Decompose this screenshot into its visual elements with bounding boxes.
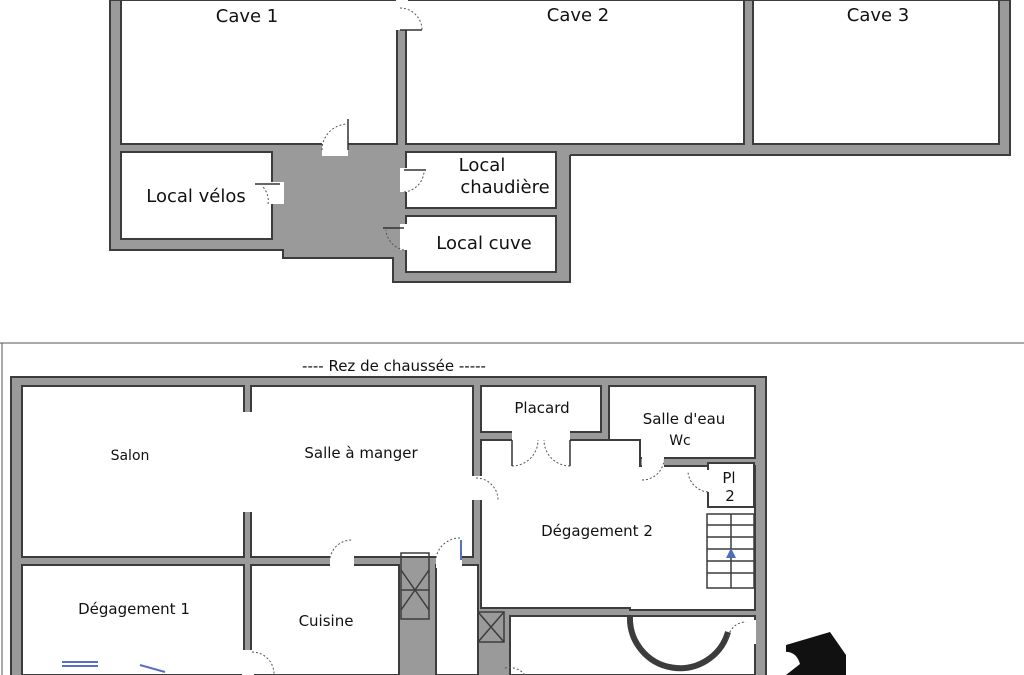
- staircase: [706, 513, 755, 589]
- label-wc: Wc: [669, 433, 691, 449]
- room-hall-strip: [435, 564, 479, 675]
- ground-floor-plan: ---- Rez de chaussée -----: [10, 357, 767, 675]
- room-degagement-2: [480, 439, 756, 611]
- basement-plan: Cave 1 Cave 2 Cave 3 Local vélos Local c…: [109, 0, 1011, 283]
- label-cave-1: Cave 1: [216, 6, 279, 27]
- room-salon: [21, 385, 245, 558]
- room-cuisine: [250, 564, 400, 675]
- room-cave-3: [752, 0, 1000, 145]
- curved-wall: [626, 615, 731, 672]
- ventilation-shafts: [400, 552, 505, 643]
- label-degagement-2: Dégagement 2: [541, 522, 653, 540]
- room-local-cuve: [405, 215, 557, 273]
- room-cave-1: [120, 0, 398, 145]
- watermark-logo: [780, 632, 846, 675]
- room-degagement-1: [21, 564, 245, 675]
- room-salle-a-manger: [250, 385, 474, 558]
- label-cave-3: Cave 3: [847, 5, 910, 26]
- label-placard: Placard: [514, 399, 569, 417]
- label-degagement-1: Dégagement 1: [78, 600, 190, 618]
- stair-arrow-icon: [726, 548, 736, 558]
- label-local-chaudiere-1: Local: [459, 155, 506, 176]
- label-salle-a-manger: Salle à manger: [304, 444, 418, 462]
- basement-doors: [255, 0, 426, 251]
- ground-floor-title: ---- Rez de chaussée -----: [302, 357, 486, 375]
- ground-doors: [242, 430, 756, 675]
- room-local-velos: [120, 151, 273, 240]
- label-placard-2-line2: 2: [725, 487, 735, 505]
- windows: [62, 661, 166, 673]
- label-local-chaudiere-2: chaudière: [460, 177, 549, 198]
- label-cave-2: Cave 2: [547, 5, 610, 26]
- label-local-velos: Local vélos: [146, 186, 246, 207]
- label-salle-deau: Salle d'eau: [643, 410, 726, 428]
- label-salon: Salon: [111, 448, 150, 464]
- room-placard-2: [707, 462, 755, 508]
- room-cave-2: [405, 0, 745, 145]
- room-placard: [480, 385, 602, 433]
- label-cuisine: Cuisine: [299, 612, 354, 630]
- label-local-cuve: Local cuve: [436, 233, 531, 254]
- label-placard-2-line1: Pl: [722, 469, 735, 487]
